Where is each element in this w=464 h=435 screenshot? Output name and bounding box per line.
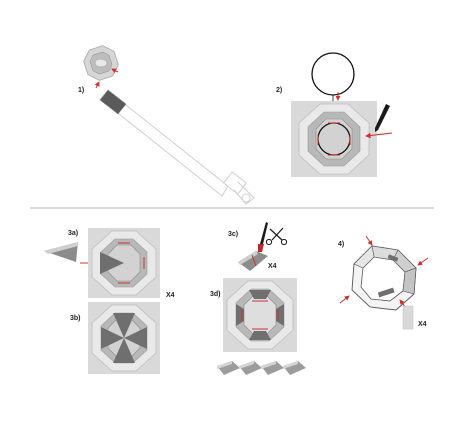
octagon-panel-3d: [223, 278, 297, 352]
octagon-ring-3d: [351, 245, 417, 311]
multiplier-4: X4: [418, 321, 427, 328]
telescope-icon: [83, 45, 255, 205]
scissors-icon: [265, 227, 288, 246]
wedge-blocks: [217, 361, 306, 375]
step-4-label: 4): [338, 241, 344, 248]
wedge-piece: [44, 242, 78, 262]
octagon-panel-3b: [88, 302, 160, 374]
knife-icon: [258, 222, 268, 252]
step-3d-label: 3d): [210, 291, 221, 298]
multiplier-3c: X4: [268, 263, 277, 270]
spacer-piece: [402, 305, 414, 330]
wedge-piece-cut: [238, 251, 268, 271]
step-3c-label: 3c): [228, 231, 238, 238]
step-3a-label: 3a): [68, 230, 78, 237]
octagon-panel-3a: [88, 228, 160, 298]
octagon-panel-step2: [291, 101, 393, 177]
multiplier-3a: X4: [166, 292, 175, 299]
step-1-label: 1): [78, 87, 84, 94]
step-3b-label: 3b): [70, 315, 81, 322]
step-2-label: 2): [276, 87, 282, 94]
pencil-icon: [375, 104, 390, 132]
